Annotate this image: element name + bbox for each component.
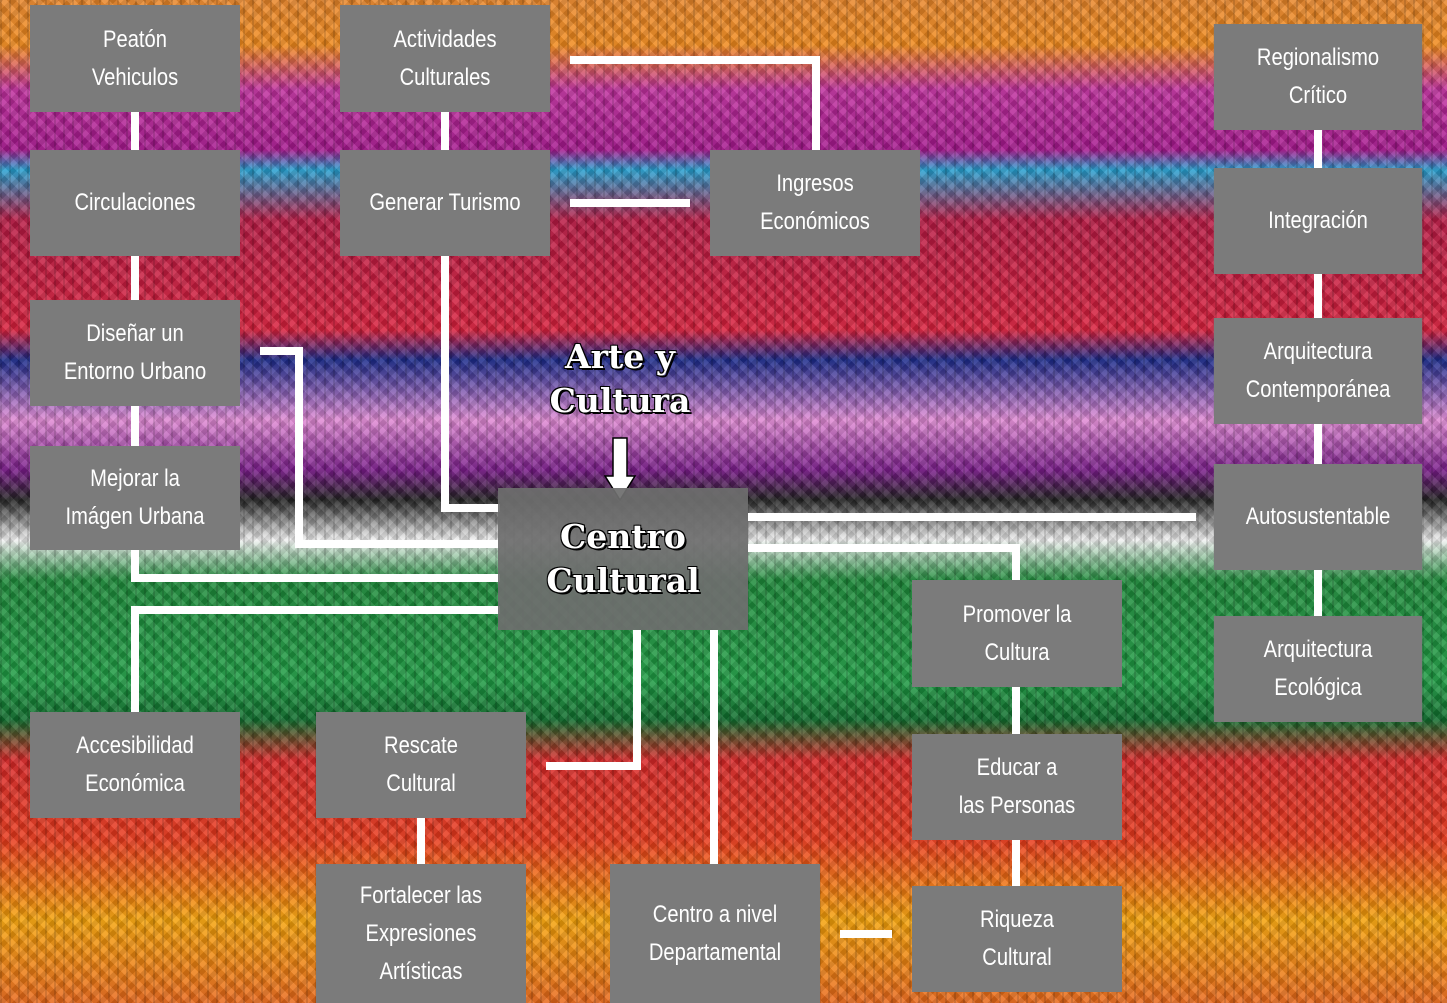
node-arquitectura-contemporanea: Arquitectura Contemporánea [1214,318,1422,424]
link-mejorar-center [135,550,500,578]
node-educar-personas: Educar a las Personas [912,734,1122,840]
node-actividades-culturales: Actividades Culturales [340,5,550,112]
node-centro-departamental: Centro a nivel Departamental [610,864,820,1003]
node-mejorar-imagen: Mejorar la Imágen Urbana [30,446,240,550]
node-rescate-cultural: Rescate Cultural [316,712,526,818]
diagram-title: Arte y Cultura [520,335,720,423]
central-node-label: Centro Cultural [546,515,699,603]
node-autosustentable: Autosustentable [1214,464,1422,570]
link-accesibilidad-center [135,610,500,712]
node-generar-turismo: Generar Turismo [340,150,550,256]
node-ingresos-economicos: Ingresos Económicos [710,150,920,256]
node-integracion: Integración [1214,168,1422,274]
node-disenar-entorno: Diseñar un Entorno Urbano [30,300,240,406]
central-node: Centro Cultural [498,488,748,630]
node-regionalismo-critico: Regionalismo Crítico [1214,24,1422,130]
link-center-promover [748,548,1016,580]
node-riqueza-cultural: Riqueza Cultural [912,886,1122,992]
link-disenar-center [260,351,500,544]
link-actividades-ingresos [570,60,816,150]
node-fortalecer-expresiones: Fortalecer las Expresiones Artísticas [316,864,526,1003]
node-accesibilidad-economica: Accesibilidad Económica [30,712,240,818]
node-circulaciones: Circulaciones [30,150,240,256]
node-arquitectura-ecologica: Arquitectura Ecológica [1214,616,1422,722]
node-peaton-vehiculos: Peatón Vehiculos [30,5,240,112]
node-promover-cultura: Promover la Cultura [912,580,1122,687]
link-center-rescate [546,630,637,766]
link-turismo-center [445,256,500,508]
